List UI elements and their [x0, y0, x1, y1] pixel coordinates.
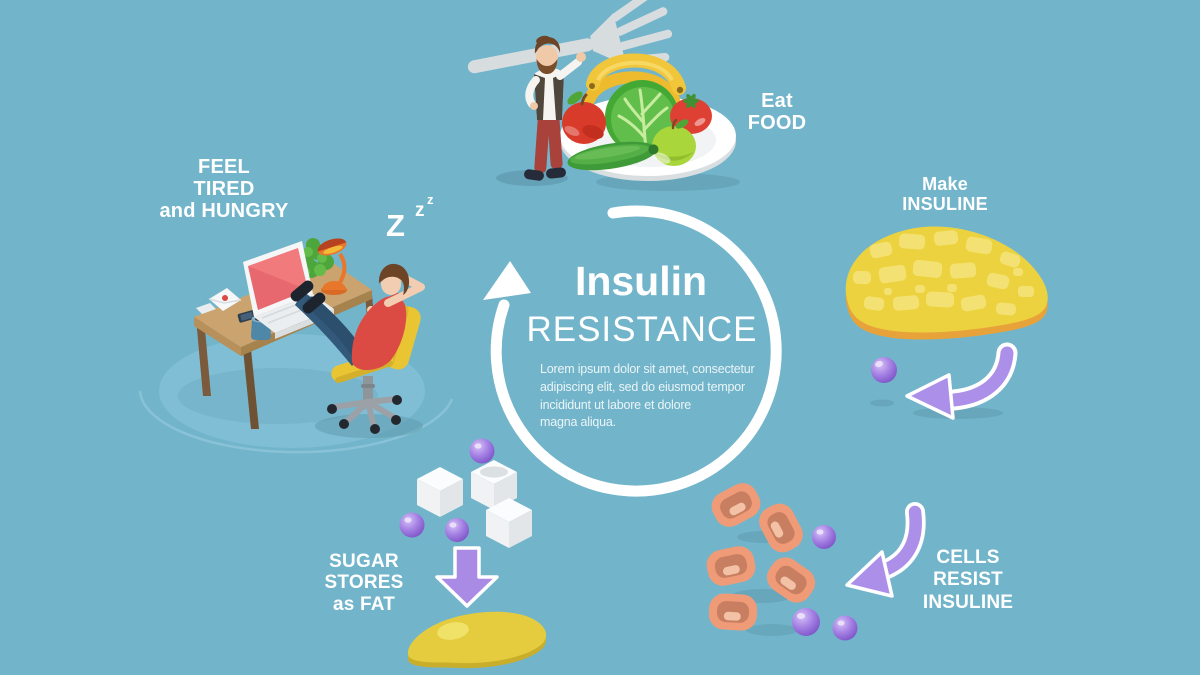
phone-icon — [237, 310, 256, 323]
down-arrow-icon — [435, 546, 499, 608]
sleep-z-large: Z — [386, 208, 405, 243]
red-apple-icon — [562, 91, 606, 144]
envelope-icon — [208, 288, 242, 311]
insulin-spheres — [399, 438, 495, 542]
floor-ring — [138, 390, 454, 454]
sugar-illustration — [399, 438, 547, 669]
feel-tired-and-hungry-label: FEEL TIRED and HUNGRY — [159, 156, 289, 222]
body-cells — [706, 483, 816, 631]
pancreas-illustration — [845, 226, 1048, 420]
make-insuline-label: Make INSULINE — [902, 174, 988, 214]
title-heading: Insulin — [574, 258, 708, 304]
tired-man-desk-illustration — [138, 238, 454, 454]
eat-food-illustration — [467, 0, 740, 191]
fat-blob-icon — [407, 611, 547, 669]
green-apple-icon — [652, 118, 696, 166]
curved-arrow-to-cells-icon — [845, 502, 926, 598]
cucumber-icon — [567, 141, 659, 171]
paper-card — [196, 303, 216, 314]
desk-lamp-icon — [317, 238, 347, 295]
sleep-z-small: z — [427, 192, 434, 207]
curved-arrow-down-left-icon — [905, 342, 1018, 420]
insulin-spheres — [792, 525, 858, 641]
cells-illustration — [706, 483, 926, 641]
eat-food-label: Eat FOOD — [747, 90, 807, 134]
cycle-arrow-icon — [483, 205, 782, 497]
eating-man-figure — [524, 35, 586, 181]
cells-resist-insuline-label: CELLS RESIST INSULINE — [922, 547, 1014, 613]
title-description: Lorem ipsum dolor sit amet, consectetur … — [540, 362, 755, 430]
pancreas-icon — [845, 226, 1048, 340]
sleeping-man-figure — [290, 263, 425, 371]
sleep-z-medium: z — [415, 200, 425, 221]
bananas-icon — [583, 53, 686, 106]
sugar-cubes — [417, 460, 532, 548]
sugar-stores-as-fat-label: SUGAR STORES as FAT — [324, 551, 404, 615]
fork-icon — [467, 0, 673, 74]
title-subheading: RESISTANCE — [526, 310, 758, 349]
insulin-sphere — [871, 357, 897, 383]
